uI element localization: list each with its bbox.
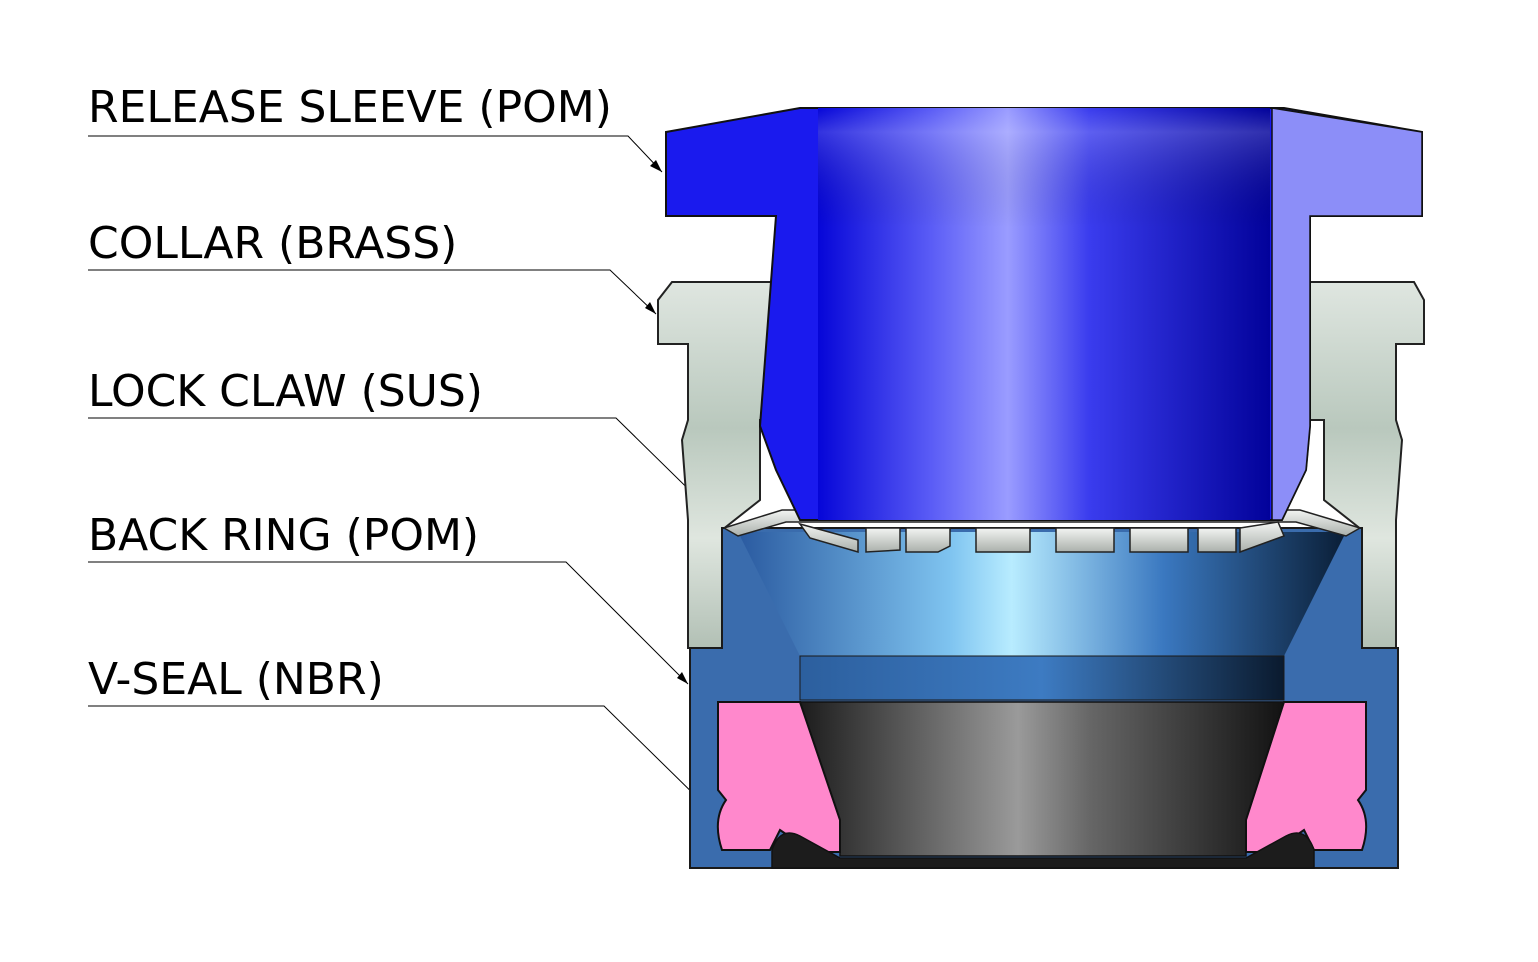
back-ring-cone [738,532,1346,656]
label-v-seal: V-SEAL (NBR) [88,654,384,705]
label-collar: COLLAR (BRASS) [88,218,458,269]
leader-release-sleeve [88,135,663,173]
leader-lines [88,135,723,811]
label-lock-claw: LOCK CLAW (SUS) [88,366,483,417]
release-sleeve-highlight [818,108,1270,228]
lock-claw-teeth [798,521,1286,554]
label-release-sleeve: RELEASE SLEEVE (POM) [88,82,612,133]
label-back-ring: BACK RING (POM) [88,510,480,561]
collar-section-right [1309,281,1425,649]
leader-lock-claw [88,417,723,523]
leader-v-seal [88,705,711,811]
back-ring-band [799,655,1285,701]
leader-back-ring [88,561,689,685]
v-seal-lip [771,832,1315,869]
v-seal-section-left [716,701,841,853]
v-seal-body [798,701,1286,857]
leader-collar [88,269,657,315]
release-sleeve-flange-right [1271,107,1423,521]
